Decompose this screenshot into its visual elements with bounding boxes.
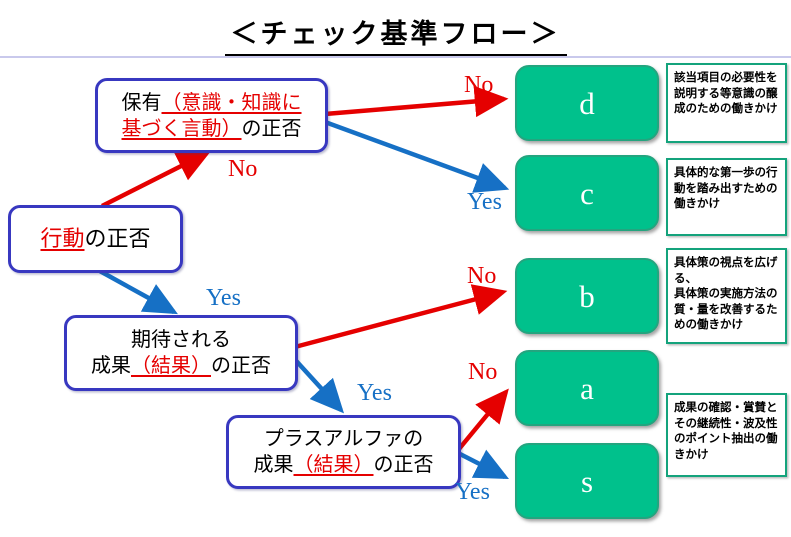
description-box-a-s: 成果の確認・賞賛と その継続性・波及性のポイント抽出の働きかけ [666, 393, 787, 477]
title-divider-line [0, 56, 791, 58]
arrow-hoyu-no [324, 85, 509, 118]
grade-box-a: a [515, 350, 659, 426]
decision-node-kodo: 行動の正否 [8, 205, 183, 273]
edge-label-kitai-no: No [467, 263, 497, 289]
node-text: 保有 [121, 91, 162, 114]
edge-label-hoyu-no: No [464, 72, 494, 98]
decision-node-kitai: 期待される 成果（結果）の正否 [64, 315, 298, 391]
arrow-plus-yes [458, 449, 510, 480]
grade-letter: s [580, 463, 594, 499]
arrow-kodo-yes [96, 268, 178, 315]
node-text: の正否 [373, 454, 434, 476]
decision-node-plus: プラスアルファの 成果（結果）の正否 [226, 415, 461, 489]
node-text: 成果 [253, 454, 294, 476]
grade-box-b: b [515, 258, 659, 334]
edge-label-kodo-no: No [228, 156, 258, 182]
edge-label-kodo-yes: Yes [206, 285, 241, 311]
node-text: の正否 [241, 117, 302, 140]
node-text-red: （意識・知識に [161, 91, 302, 114]
grade-box-c: c [515, 155, 659, 231]
node-text: 期待される [131, 329, 231, 351]
node-text: 成果 [91, 355, 131, 377]
grade-box-s: s [515, 443, 659, 519]
arrow-kodo-no [100, 150, 212, 209]
grade-letter: b [579, 278, 595, 314]
edge-label-kitai-yes: Yes [357, 380, 392, 406]
description-box-c: 具体的な第一歩の行動を踏み出すための働きかけ [666, 158, 787, 236]
arrow-plus-no [457, 388, 509, 451]
edge-label-hoyu-yes: Yes [467, 189, 502, 215]
page-title: ＜チェック基準フロー＞ [0, 12, 791, 57]
edge-label-plus-yes: Yes [455, 479, 490, 505]
node-text-red: （結果） [131, 355, 211, 377]
description-box-b: 具体策の視点を広げる、 具体策の実施方法の質・量を改善するための働きかけ [666, 248, 787, 344]
grade-letter: c [580, 175, 594, 211]
description-box-d: 該当項目の必要性を説明する等意識の醸成のための働きかけ [666, 63, 787, 143]
node-text-red: 行動 [40, 225, 85, 251]
node-text-red: （結果） [293, 454, 374, 476]
arrow-kitai-no [290, 284, 508, 351]
edge-label-plus-no: No [468, 359, 498, 385]
decision-node-hoyu: 保有（意識・知識に 基づく言動）の正否 [95, 78, 328, 153]
arrow-hoyu-yes [324, 119, 510, 193]
grade-letter: d [579, 85, 595, 121]
node-text-red: 基づく言動） [121, 117, 242, 140]
grade-box-d: d [515, 65, 659, 141]
node-text: の正否 [84, 225, 151, 251]
node-text: の正否 [211, 355, 271, 377]
grade-letter: a [580, 370, 594, 406]
node-text: プラスアルファの [263, 428, 424, 450]
